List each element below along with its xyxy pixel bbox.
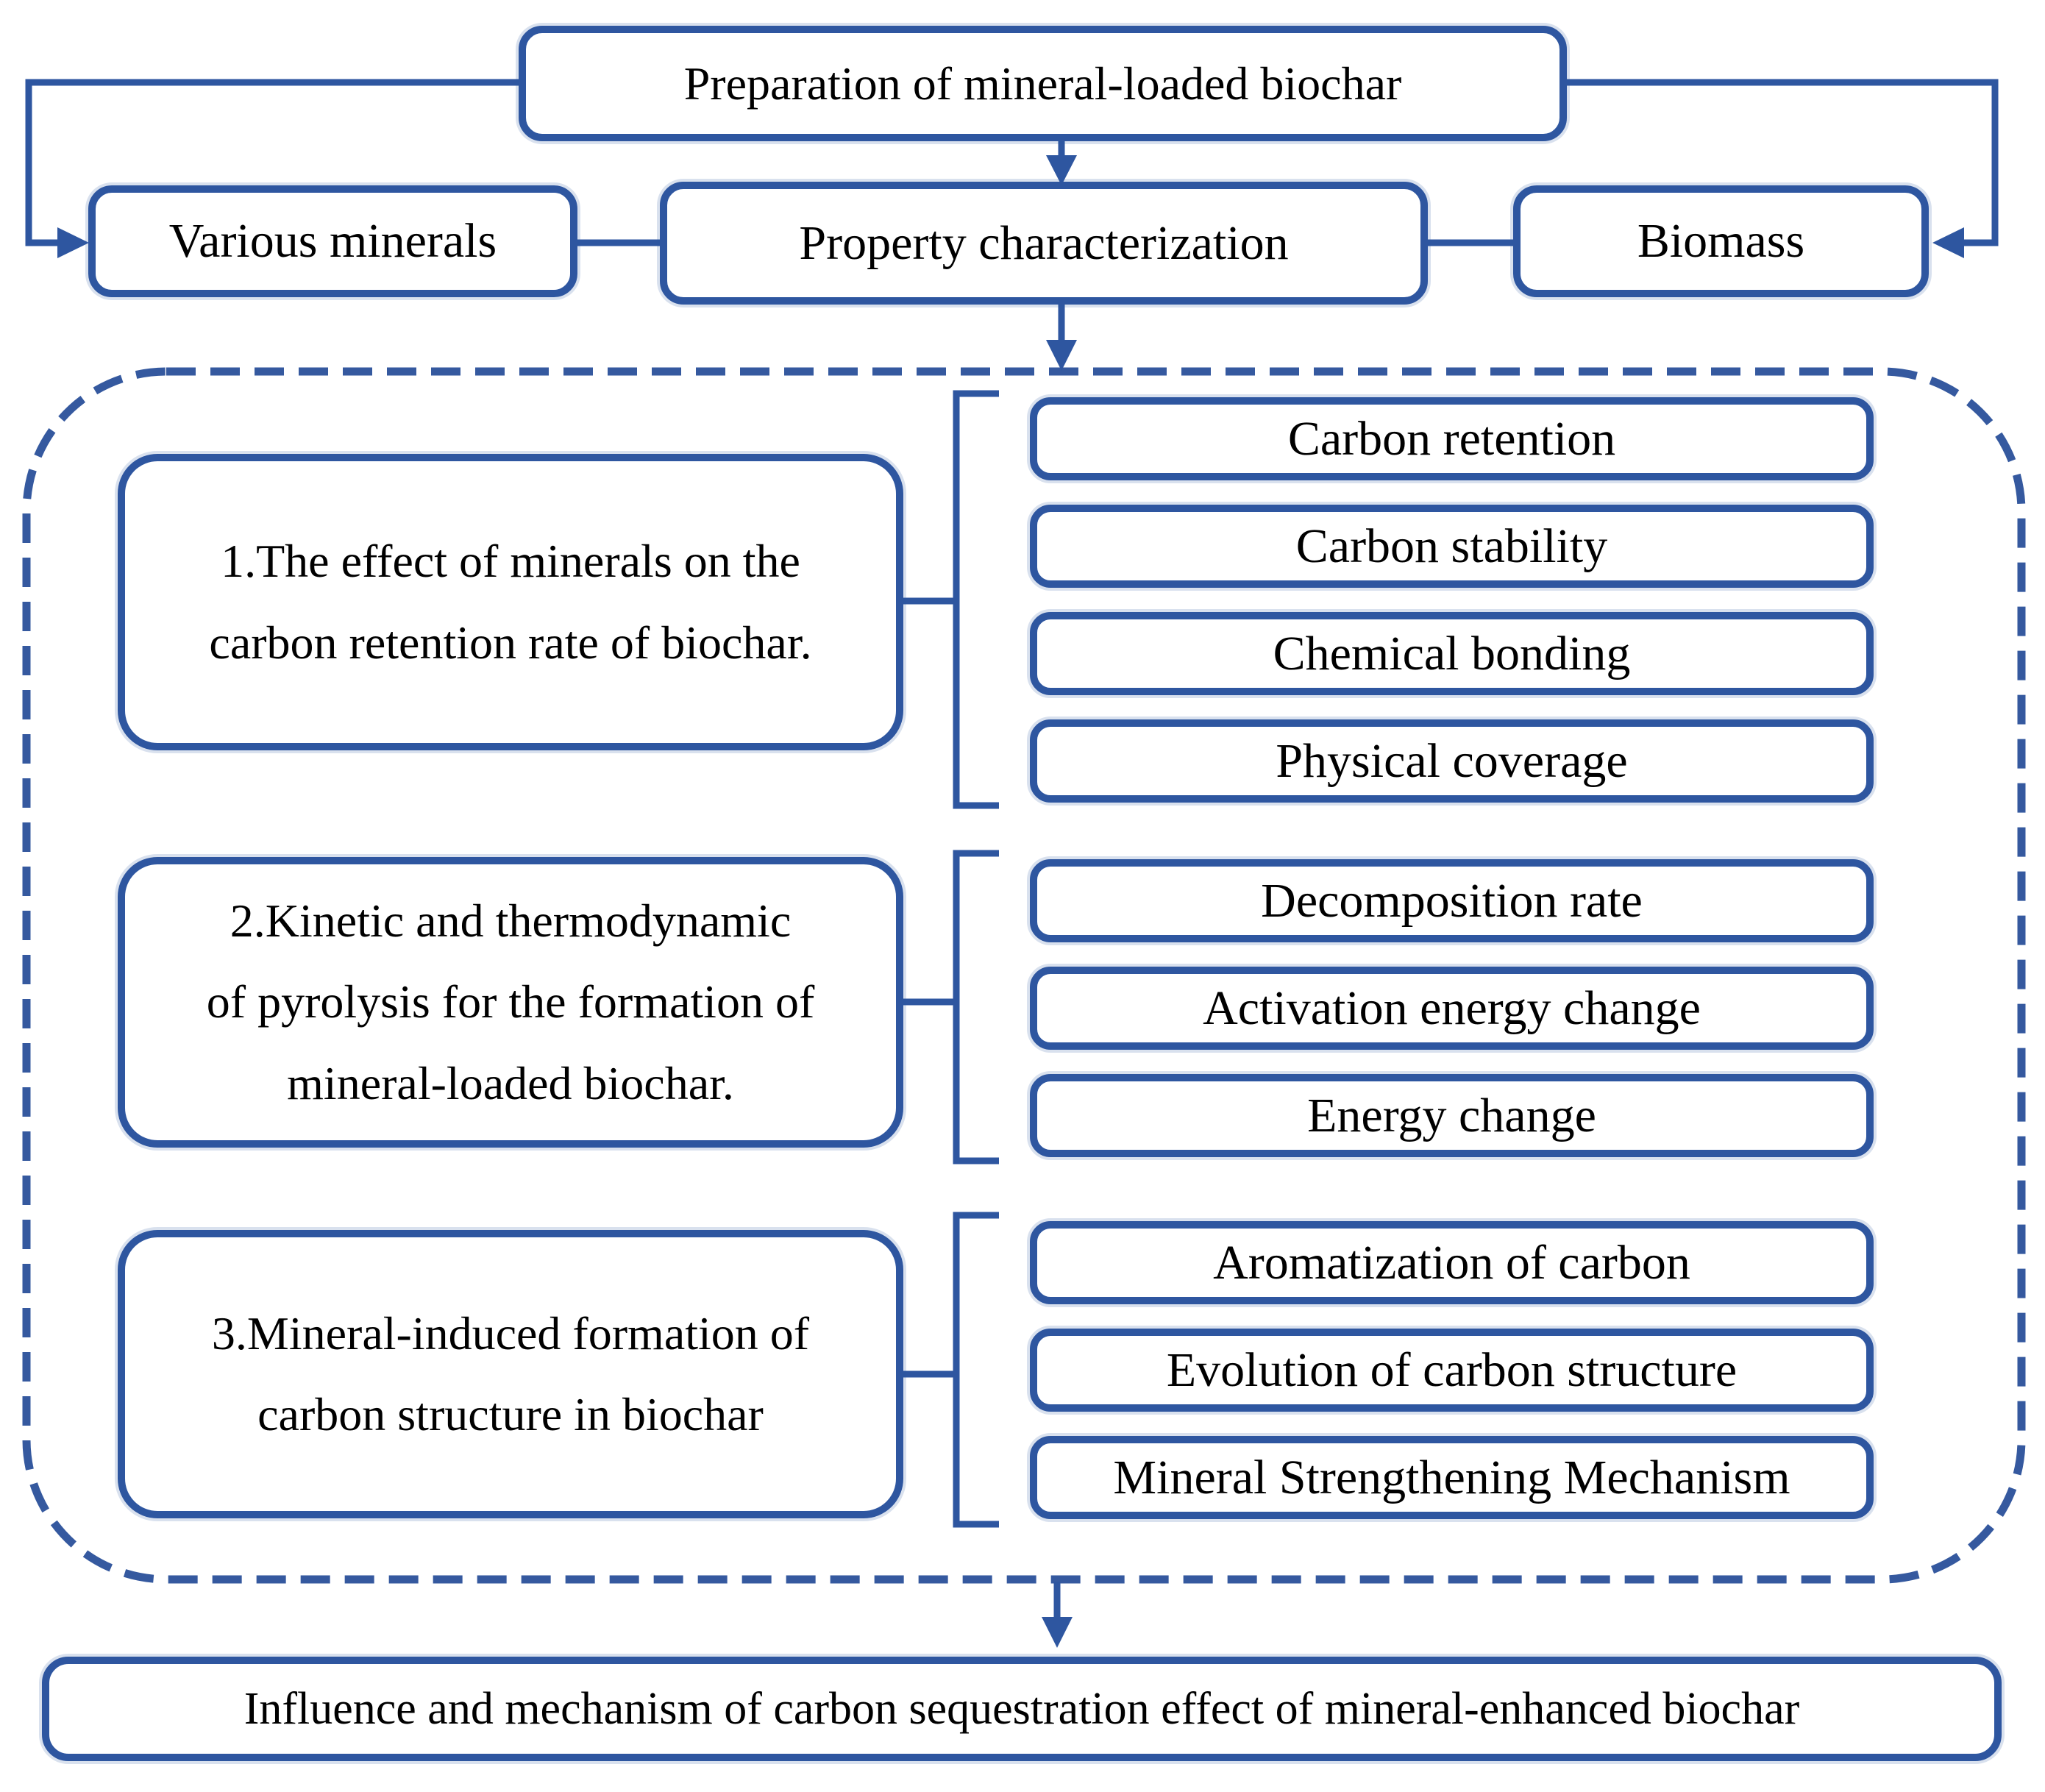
group-3-right-box-2: Evolution of carbon structure: [1030, 1329, 1874, 1412]
group-2-right-label-3: Energy change: [1307, 1088, 1596, 1142]
group-2-left-line-1: 2.Kinetic and thermodynamic: [230, 895, 792, 947]
bracket-group-2: [953, 850, 999, 1165]
group-3-left-box: 3.Mineral-induced formation of carbon st…: [118, 1230, 903, 1518]
group-3-right-box-3: Mineral Strengthening Mechanism: [1030, 1436, 1874, 1519]
group-3-right-label-2: Evolution of carbon structure: [1166, 1343, 1738, 1397]
group-2-right-box-3: Energy change: [1030, 1074, 1874, 1157]
arrowhead-bottom: [1042, 1617, 1073, 1648]
route-top-to-various-minerals: [25, 79, 519, 246]
group-1-left-line-1: 1.The effect of minerals on the: [221, 535, 800, 588]
arrowhead-various-minerals: [57, 227, 89, 258]
bottom-box: Influence and mechanism of carbon seques…: [42, 1657, 2002, 1761]
top-box: Preparation of mineral-loaded biochar: [519, 26, 1567, 141]
group-3-right-box-1: Aromatization of carbon: [1030, 1221, 1874, 1304]
group-2-left-line-3: mineral-loaded biochar.: [287, 1056, 734, 1109]
group-1-right-box-4: Physical coverage: [1030, 719, 1874, 803]
various-minerals-box: Various minerals: [88, 185, 577, 297]
group-1-right-label-2: Carbon stability: [1295, 519, 1608, 573]
arrowhead-biomass: [1932, 227, 1964, 258]
group-3-right-label-1: Aromatization of carbon: [1213, 1235, 1690, 1290]
bracket-group-3: [953, 1212, 999, 1528]
bracket-group-1: [953, 390, 999, 809]
group-1-right-box-2: Carbon stability: [1030, 505, 1874, 588]
biomass-box: Biomass: [1513, 185, 1929, 297]
group-2-right-label-1: Decomposition rate: [1261, 873, 1643, 928]
top-box-label: Preparation of mineral-loaded biochar: [683, 57, 1402, 110]
group-2-right-box-2: Activation energy change: [1030, 967, 1874, 1050]
group-3-left-line-1: 3.Mineral-induced formation of: [211, 1306, 810, 1359]
property-characterization-box: Property characterization: [660, 182, 1428, 305]
group-3-right-label-3: Mineral Strengthening Mechanism: [1113, 1450, 1790, 1504]
various-minerals-label: Various minerals: [168, 214, 497, 269]
group-3-left-line-2: carbon structure in biochar: [257, 1388, 764, 1440]
group-2-left-line-2: of pyrolysis for the formation of: [206, 975, 815, 1028]
dashed-container-border: [22, 367, 2026, 1584]
bottom-box-label: Influence and mechanism of carbon seques…: [243, 1683, 1800, 1734]
group-1-right-box-3: Chemical bonding: [1030, 612, 1874, 695]
group-1-right-label-1: Carbon retention: [1287, 411, 1616, 466]
group-1-right-label-3: Chemical bonding: [1273, 626, 1631, 680]
arrowhead-property: [1046, 155, 1077, 185]
arrowhead-container: [1046, 340, 1077, 371]
group-2-right-label-2: Activation energy change: [1203, 981, 1701, 1035]
group-2-left-box: 2.Kinetic and thermodynamic of pyrolysis…: [118, 857, 903, 1148]
group-1-left-line-2: carbon retention rate of biochar.: [209, 616, 812, 669]
group-1-right-box-1: Carbon retention: [1030, 397, 1874, 480]
property-characterization-label: Property characterization: [799, 216, 1289, 270]
route-top-to-biomass: [1567, 79, 1999, 246]
group-2-right-box-1: Decomposition rate: [1030, 859, 1874, 942]
group-1-right-label-4: Physical coverage: [1276, 733, 1628, 788]
group-1-left-box: 1.The effect of minerals on the carbon r…: [118, 454, 903, 750]
biomass-label: Biomass: [1637, 214, 1805, 269]
